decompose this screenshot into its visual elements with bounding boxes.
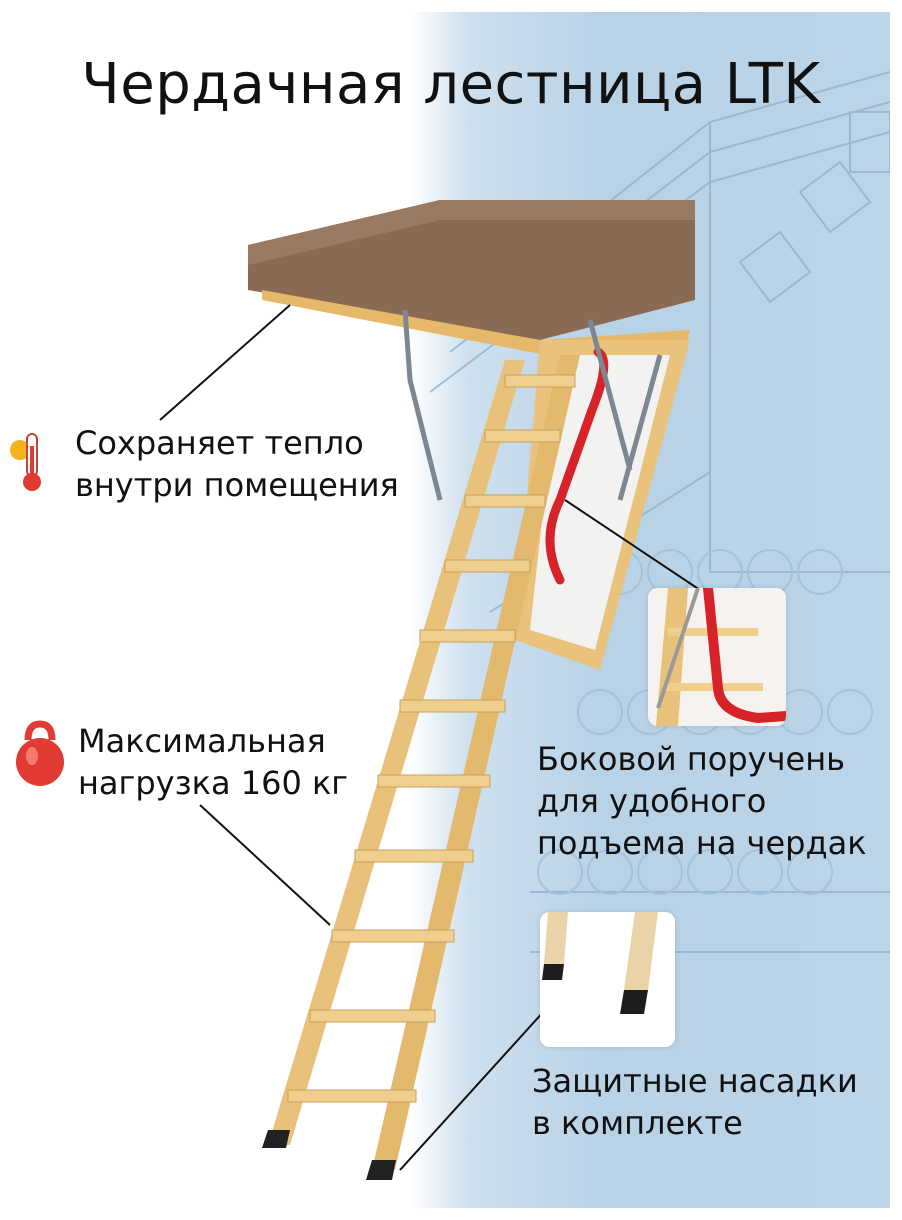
feature-handrail-line2: для удобного bbox=[537, 782, 767, 820]
ladder-step bbox=[419, 629, 516, 643]
hinge-arm-left bbox=[402, 309, 443, 501]
ladder-step bbox=[287, 1089, 417, 1103]
kettlebell-icon bbox=[16, 720, 64, 786]
ladder-step bbox=[444, 559, 531, 573]
feature-feet-line1: Защитные насадки bbox=[532, 1062, 858, 1100]
ladder-step bbox=[399, 699, 506, 713]
ladder-step bbox=[331, 929, 455, 943]
ladder-step bbox=[484, 429, 561, 443]
ladder-step bbox=[309, 1009, 436, 1023]
hinge-arm-right bbox=[587, 319, 633, 471]
foot-cap-left bbox=[262, 1130, 290, 1148]
feature-load-line2: нагрузка 160 кг bbox=[78, 764, 349, 802]
feature-heat-line1: Сохраняет тепло bbox=[75, 424, 364, 462]
thermometer-icon bbox=[10, 433, 41, 491]
pointer-handrail bbox=[564, 499, 701, 591]
feature-feet: Защитные насадки в комплекте bbox=[532, 1060, 858, 1144]
pointer-heat bbox=[159, 304, 291, 421]
feature-load-line1: Максимальная bbox=[78, 722, 326, 760]
ladder-rail-left bbox=[268, 360, 525, 1145]
feature-handrail-line1: Боковой поручень bbox=[537, 740, 845, 778]
ladder-step bbox=[504, 374, 576, 388]
ladder-step bbox=[377, 774, 491, 788]
hatch-lid-panel bbox=[530, 355, 670, 650]
feature-heat: Сохраняет тепло внутри помещения bbox=[75, 422, 399, 506]
hatch-frame-front bbox=[248, 200, 695, 265]
page-title: Чердачная лестница LTK bbox=[81, 52, 821, 117]
hinge-arm-right-2 bbox=[617, 354, 663, 501]
foot-cap-right bbox=[366, 1160, 396, 1180]
hatch-frame-top bbox=[248, 200, 695, 340]
pointer-load bbox=[199, 804, 331, 926]
ladder-steps bbox=[287, 374, 576, 1103]
feature-handrail-line3: подъема на чердак bbox=[537, 824, 867, 862]
feature-handrail: Боковой поручень для удобного подъема на… bbox=[537, 738, 867, 864]
handrail-closeup bbox=[648, 588, 786, 726]
feature-heat-line2: внутри помещения bbox=[75, 466, 399, 504]
feet-closeup bbox=[540, 912, 675, 1047]
pointer-feet bbox=[399, 1009, 546, 1171]
ladder-rail-right bbox=[372, 355, 580, 1170]
feature-load: Максимальная нагрузка 160 кг bbox=[78, 720, 348, 804]
feature-feet-line2: в комплекте bbox=[532, 1104, 743, 1142]
ladder-step bbox=[354, 849, 474, 863]
ladder-step bbox=[464, 494, 546, 508]
